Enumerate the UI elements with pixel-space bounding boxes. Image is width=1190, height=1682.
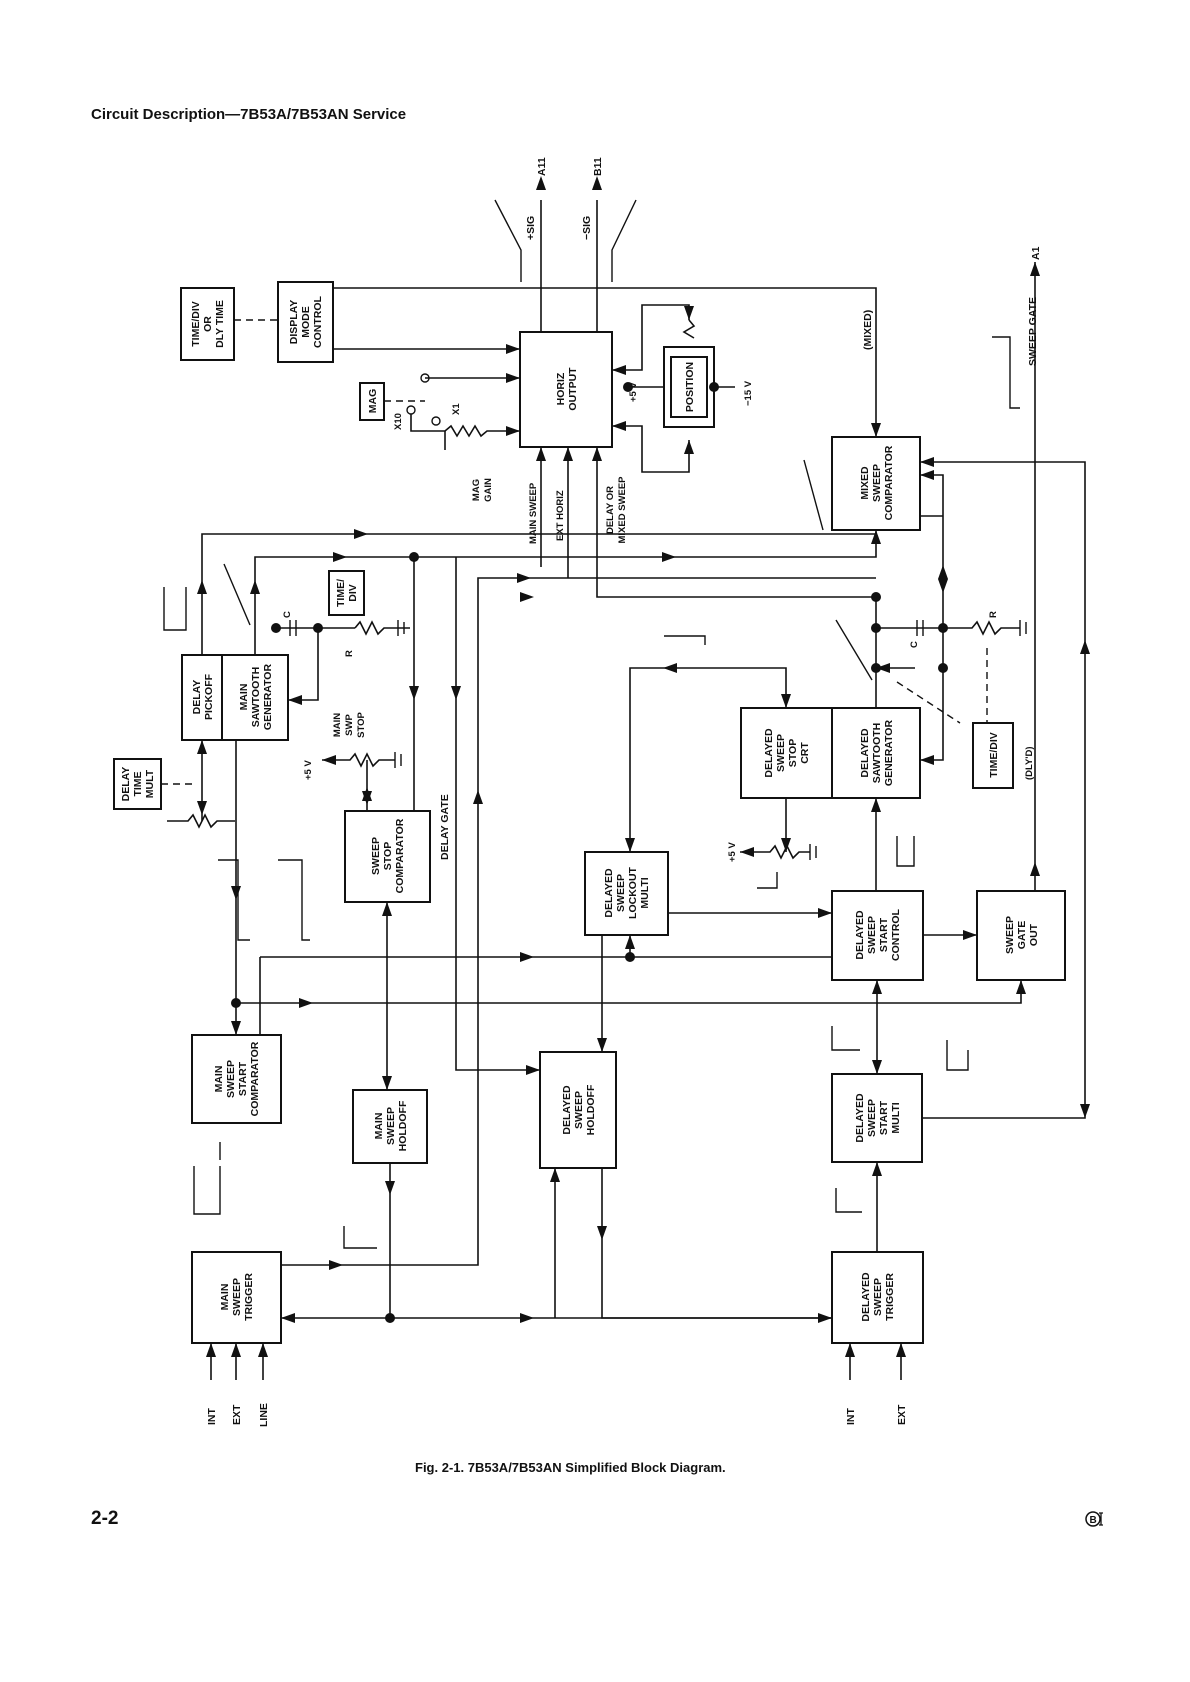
label-delay-or-mixed-sweep: DELAY ORMIXED SWEEP (605, 476, 628, 544)
block-delayed-sweep-start-multi: DELAYEDSWEEPSTARTMULTI (831, 1073, 923, 1163)
label-delay-gate: DELAY GATE (439, 794, 451, 860)
svg-text:SWEEPGATEOUT: SWEEPGATEOUT (1004, 916, 1040, 954)
block-display-mode-control: DISPLAYMODECONTROL (277, 281, 334, 363)
svg-text:TIME/DIV: TIME/DIV (988, 732, 1000, 778)
label-ct-main: C (282, 611, 293, 618)
label-ext-dly: EXT (896, 1404, 908, 1425)
label-b11: B11 (592, 157, 604, 176)
svg-text:DELAYEDSWEEPSTARTCONTROL: DELAYEDSWEEPSTARTCONTROL (854, 908, 902, 960)
block-delay-time-mult: DELAYTIMEMULT (113, 758, 162, 810)
label-int-main: INT (206, 1408, 218, 1426)
svg-text:HORIZOUTPUT: HORIZOUTPUT (555, 367, 579, 411)
label-int-dly: INT (845, 1408, 857, 1426)
block-position: POSITION (663, 346, 715, 428)
block-delayed-sweep-holdoff: DELAYEDSWEEPHOLDOFF (539, 1051, 617, 1169)
label-a11: A11 (536, 157, 548, 176)
label-ext-main: EXT (231, 1404, 243, 1425)
publisher-logo-icon: B (1085, 1511, 1103, 1527)
svg-text:TIME/DIVORDLY TIME: TIME/DIVORDLY TIME (190, 300, 226, 348)
label-mag-gain: MAGGAIN (471, 478, 494, 502)
label-minus-15v: −15 V (743, 380, 754, 406)
label-a1: A1 (1030, 246, 1042, 260)
svg-text:DELAYEDSWEEPSTOPCRT: DELAYEDSWEEPSTOPCRT (763, 728, 811, 778)
label-main-sweep: MAIN SWEEP (528, 482, 539, 544)
svg-text:MAG: MAG (367, 389, 379, 414)
svg-text:DELAYPICKOFF: DELAYPICKOFF (191, 673, 215, 720)
svg-text:B: B (1090, 1515, 1097, 1526)
wires (161, 199, 1086, 1380)
block-time-div-dly-time: TIME/DIVORDLY TIME (180, 287, 235, 361)
arrowheads (197, 176, 1090, 1357)
svg-text:DELAYEDSWEEPLOCKOUTMULTI: DELAYEDSWEEPLOCKOUTMULTI (603, 866, 651, 918)
block-delayed-sweep-trigger: DELAYEDSWEEPTRIGGER (831, 1251, 924, 1344)
block-delay-pickoff: DELAYPICKOFF (181, 654, 223, 741)
label-line-main: LINE (258, 1403, 270, 1427)
waveforms (163, 336, 1020, 1249)
block-delayed-sawtooth-generator: DELAYEDSAWTOOTHGENERATOR (831, 707, 921, 799)
page-number: 2-2 (91, 1508, 119, 1529)
block-delayed-sweep-lockout-multi: DELAYEDSWEEPLOCKOUTMULTI (584, 851, 669, 936)
block-sweep-gate-out: SWEEPGATEOUT (976, 890, 1066, 981)
block-sweep-stop-comparator: SWEEPSTOPCOMPARATOR (344, 810, 431, 903)
block-main-sawtooth-generator: MAINSAWTOOTHGENERATOR (221, 654, 289, 741)
svg-text:SWEEPSTOPCOMPARATOR: SWEEPSTOPCOMPARATOR (370, 818, 406, 893)
label-rt-main: R (344, 650, 355, 657)
block-main-sweep-holdoff: MAINSWEEPHOLDOFF (352, 1089, 428, 1164)
label-plus-5v-dly-stop: +5 V (727, 842, 738, 862)
label-plus-5v-horiz: +5 V (628, 382, 639, 402)
block-mixed-sweep-comparator: MIXEDSWEEPCOMPARATOR (831, 436, 921, 531)
block-mag: MAG (359, 382, 385, 421)
label-minus-sig: −SIG (581, 216, 593, 240)
svg-text:POSITION: POSITION (684, 362, 696, 412)
block-main-sweep-start-comparator: MAINSWEEPSTARTCOMPARATOR (191, 1034, 282, 1124)
label-plus-5v-main-stop: +5 V (303, 760, 314, 780)
label-plus-sig: +SIG (525, 216, 537, 240)
svg-text:MAINSAWTOOTHGENERATOR: MAINSAWTOOTHGENERATOR (238, 664, 274, 731)
ground-symbols (289, 620, 1027, 860)
block-time-div-main: TIME/DIV (328, 570, 365, 616)
svg-text:TIME/DIV: TIME/DIV (335, 579, 359, 607)
label-rt-delayed: R (988, 611, 999, 618)
block-delayed-sweep-start-control: DELAYEDSWEEPSTARTCONTROL (831, 890, 924, 981)
svg-text:DISPLAYMODECONTROL: DISPLAYMODECONTROL (288, 295, 324, 347)
figure-caption: Fig. 2-1. 7B53A/7B53AN Simplified Block … (415, 1460, 726, 1475)
block-horiz-output: HORIZOUTPUT (519, 331, 613, 448)
labels: A11 B11 A1 +SIG −SIG SWEEP GATE (MIXED) … (206, 157, 1042, 1427)
svg-text:MIXEDSWEEPCOMPARATOR: MIXEDSWEEPCOMPARATOR (859, 445, 895, 520)
svg-text:DELAYTIMEMULT: DELAYTIMEMULT (120, 767, 156, 802)
label-main-swp-stop: MAINSWPSTOP (332, 711, 367, 737)
label-ext-horiz: EXT HORIZ (555, 490, 566, 541)
label-ct-delayed: C (909, 641, 920, 648)
label-dlyd: (DLY'D) (1024, 746, 1035, 780)
svg-text:DELAYEDSWEEPTRIGGER: DELAYEDSWEEPTRIGGER (860, 1272, 896, 1322)
svg-text:DELAYEDSWEEPSTARTMULTI: DELAYEDSWEEPSTARTMULTI (854, 1093, 902, 1143)
svg-text:MAINSWEEPHOLDOFF: MAINSWEEPHOLDOFF (373, 1100, 409, 1151)
svg-text:DELAYEDSWEEPHOLDOFF: DELAYEDSWEEPHOLDOFF (561, 1084, 597, 1135)
label-sweep-gate: SWEEP GATE (1027, 297, 1039, 366)
block-time-div-dlyd: TIME/DIV (972, 722, 1014, 789)
svg-text:MAINSWEEPTRIGGER: MAINSWEEPTRIGGER (219, 1273, 255, 1321)
label-x1: X1 (451, 403, 462, 415)
block-main-sweep-trigger: MAINSWEEPTRIGGER (191, 1251, 282, 1344)
page-header: Circuit Description—7B53A/7B53AN Service (91, 106, 407, 123)
svg-text:MAINSWEEPSTARTCOMPARATOR: MAINSWEEPSTARTCOMPARATOR (213, 1041, 261, 1116)
block-delayed-sweep-stop-crt: DELAYEDSWEEPSTOPCRT (740, 707, 833, 799)
label-x10: X10 (393, 413, 404, 430)
label-mixed: (MIXED) (862, 310, 874, 350)
svg-text:DELAYEDSAWTOOTHGENERATOR: DELAYEDSAWTOOTHGENERATOR (859, 720, 895, 787)
